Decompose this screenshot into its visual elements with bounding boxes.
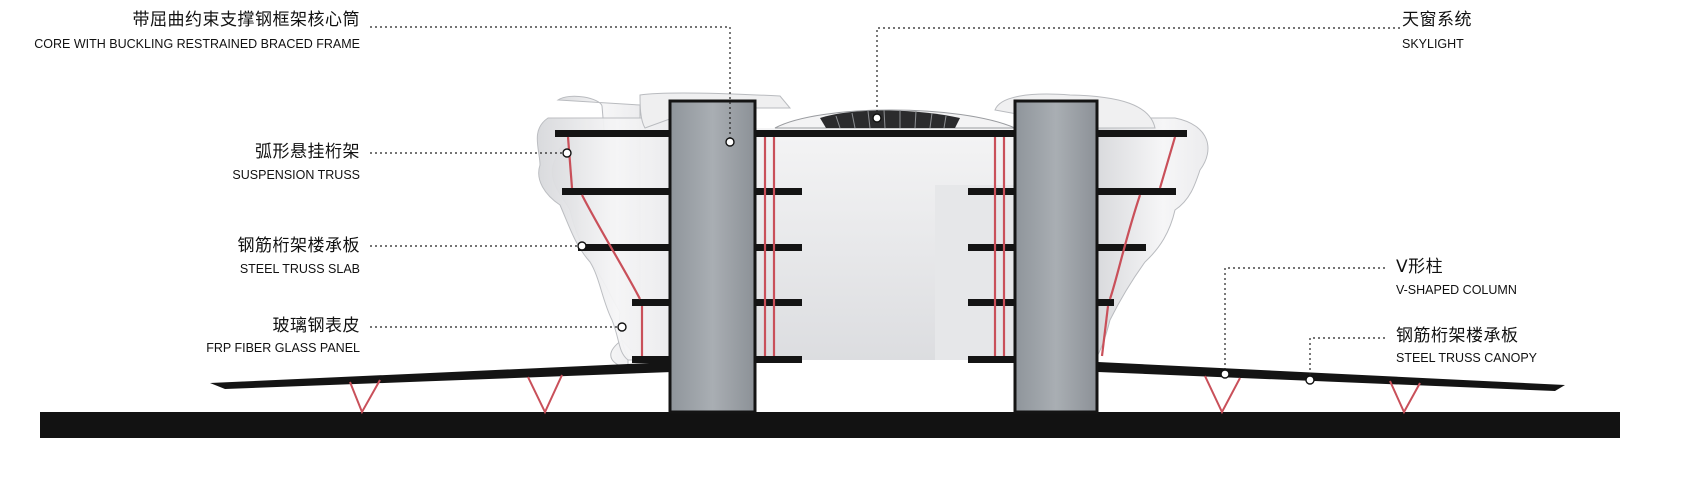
right-core <box>1013 99 1099 414</box>
suspension-label-zh: 弧形悬挂桁架 <box>255 142 360 162</box>
left-skin-body <box>536 117 671 361</box>
left-core <box>668 99 757 414</box>
leader-lines <box>370 26 1400 380</box>
skylight-label-en: SKYLIGHT <box>1402 37 1464 51</box>
right-skin-body <box>1094 117 1209 362</box>
v-shaped-columns <box>349 374 1421 415</box>
skylight-label-zh: 天窗系统 <box>1402 10 1472 30</box>
skylight-ribs <box>820 110 960 128</box>
skylight-mullions <box>835 109 947 129</box>
frp-label-zh: 玻璃钢表皮 <box>272 316 360 336</box>
suspension-trusses <box>566 136 1177 357</box>
right-canopy <box>1098 362 1565 391</box>
vcolumn-label-en: V-SHAPED COLUMN <box>1396 283 1517 297</box>
canopy-label-zh: 钢筋桁架楼承板 <box>1396 326 1519 346</box>
core-label-zh: 带屈曲约束支撑钢框架核心筒 <box>132 10 360 30</box>
frp-label-en: FRP FIBER GLASS PANEL <box>206 341 360 355</box>
ground-slab <box>40 412 1620 438</box>
slab-label-en: STEEL TRUSS SLAB <box>239 262 360 276</box>
left-canopy <box>210 362 672 389</box>
leader-dots <box>562 113 1315 385</box>
central-glass-inner <box>935 185 1015 360</box>
slab-label-zh: 钢筋桁架楼承板 <box>237 236 360 256</box>
core-label-en: CORE WITH BUCKLING RESTRAINED BRACED FRA… <box>34 37 360 51</box>
vcolumn-label-zh: V形柱 <box>1396 257 1444 277</box>
canopy-label-en: STEEL TRUSS CANOPY <box>1396 351 1538 365</box>
suspension-label-en: SUSPENSION TRUSS <box>232 168 360 182</box>
